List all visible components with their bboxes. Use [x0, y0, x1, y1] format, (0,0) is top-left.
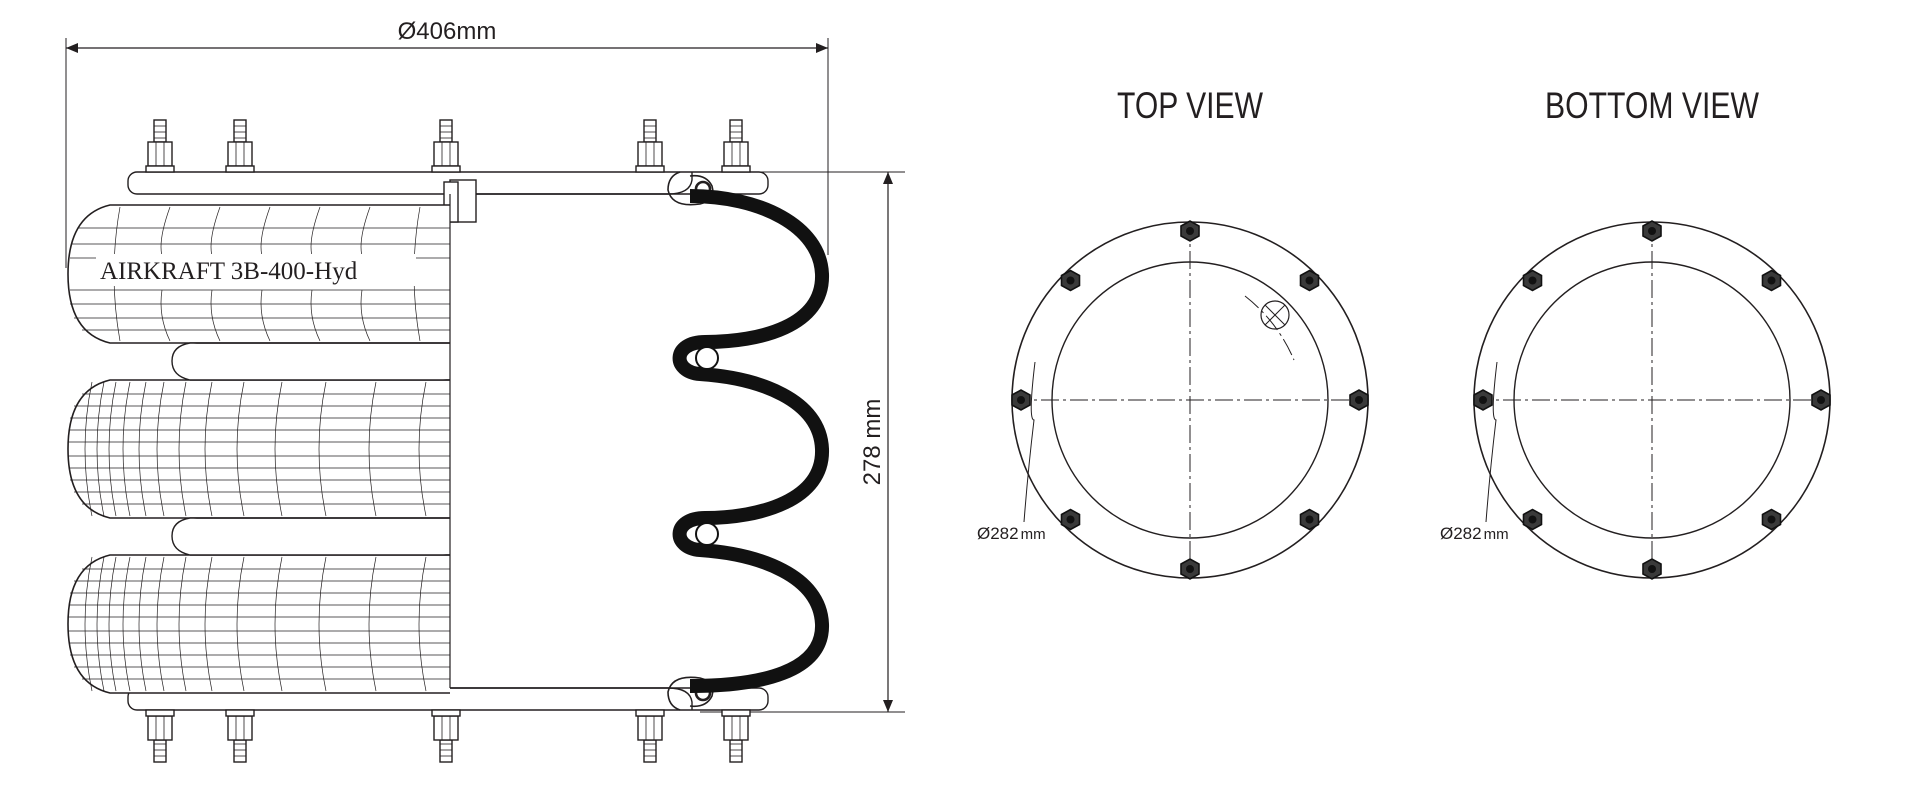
bellows-section	[672, 189, 830, 693]
bottom-view-title: BOTTOM VIEW	[1545, 85, 1759, 126]
height-label: 278 mm	[859, 399, 886, 486]
diameter-label: Ø406mm	[398, 18, 497, 45]
height-dimension: 278 mm	[700, 171, 905, 713]
diameter-dimension: Ø406mm	[65, 18, 829, 268]
top-crimp	[667, 171, 714, 206]
side-view: Ø406mm 278 mm	[65, 18, 905, 763]
bottom-studs	[145, 709, 751, 763]
top-view-title: TOP VIEW	[1117, 85, 1263, 126]
bottom-crimp	[667, 676, 714, 711]
product-label: AIRKRAFT 3B-400-Hyd	[100, 258, 358, 285]
top-studs	[145, 119, 751, 173]
